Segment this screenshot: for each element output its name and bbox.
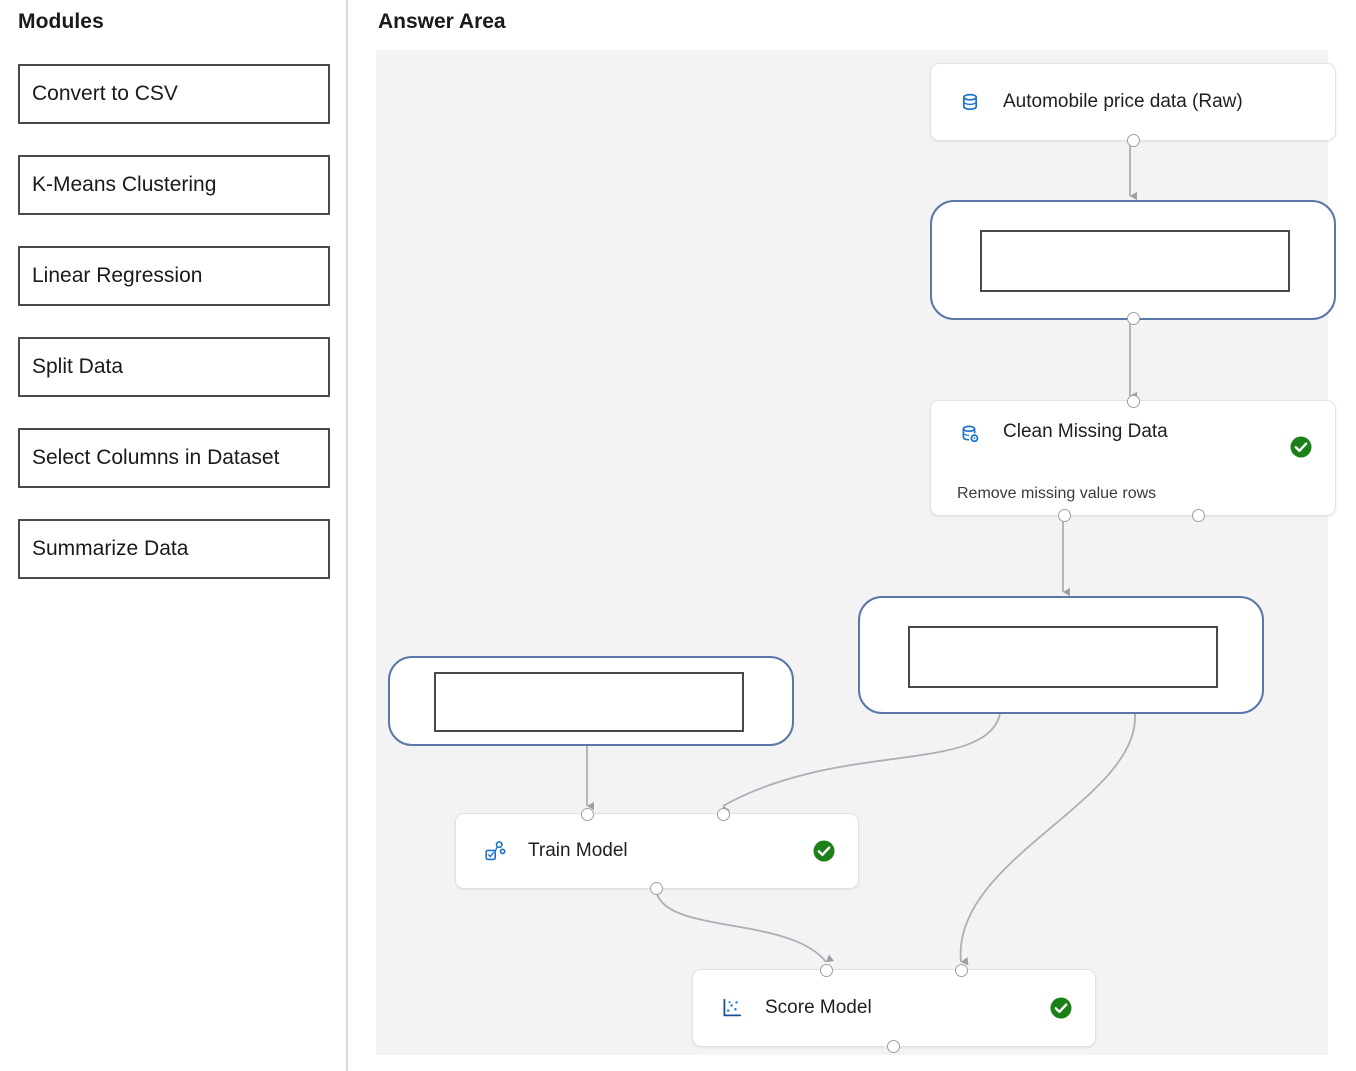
node-subtitle: Remove missing value rows [957, 485, 1157, 502]
module-item-linear-regression[interactable]: Linear Regression [18, 246, 330, 306]
module-item-label: Summarize Data [32, 537, 189, 560]
node-score-model[interactable]: Score Model [692, 963, 1096, 1053]
dropzone-answer-box[interactable] [980, 230, 1290, 292]
check-circle-icon [812, 839, 836, 863]
module-item-summarize-data[interactable]: Summarize Data [18, 519, 330, 579]
input-port-right[interactable] [717, 807, 730, 821]
input-port-right[interactable] [955, 963, 968, 977]
node-title: Automobile price data (Raw) [1003, 91, 1243, 112]
database-gear-icon [957, 421, 983, 447]
module-item-label: Select Columns in Dataset [32, 446, 280, 469]
module-item-split-data[interactable]: Split Data [18, 337, 330, 397]
dropzone-answer-box[interactable] [434, 672, 744, 732]
check-circle-icon [1049, 996, 1073, 1020]
node-title: Train Model [528, 840, 628, 861]
module-item-label: Convert to CSV [32, 82, 178, 105]
module-item-convert-to-csv[interactable]: Convert to CSV [18, 64, 330, 124]
dropzone-slot-2[interactable] [858, 596, 1264, 714]
module-item-label: K-Means Clustering [32, 173, 217, 196]
node-title: Score Model [765, 997, 872, 1018]
module-item-k-means-clustering[interactable]: K-Means Clustering [18, 155, 330, 215]
module-item-label: Split Data [32, 355, 124, 378]
node-clean-missing-data[interactable]: Clean Missing Data Remove missing value … [930, 394, 1336, 522]
check-circle-icon [1289, 435, 1313, 459]
output-port-right[interactable] [1192, 508, 1205, 522]
modules-panel: Modules Convert to CSV K-Means Clusterin… [0, 0, 348, 1071]
output-port[interactable] [650, 881, 663, 895]
module-item-label: Linear Regression [32, 264, 203, 287]
dropzone-answer-box[interactable] [908, 626, 1218, 688]
output-port[interactable] [887, 1039, 900, 1053]
output-port[interactable] [1126, 311, 1140, 325]
input-port[interactable] [1126, 394, 1140, 408]
scatter-plot-icon [719, 995, 745, 1021]
dropzone-slot-1[interactable] [930, 200, 1336, 325]
input-port-left[interactable] [820, 963, 833, 977]
module-item-select-columns-in-dataset[interactable]: Select Columns in Dataset [18, 428, 330, 488]
answer-area-title: Answer Area [378, 10, 506, 33]
output-port-left[interactable] [1058, 508, 1071, 522]
node-title: Clean Missing Data [1003, 421, 1168, 442]
modules-panel-title: Modules [18, 10, 104, 33]
model-graph-icon [482, 838, 508, 864]
input-port-left[interactable] [581, 807, 594, 821]
database-icon [957, 89, 983, 115]
node-train-model[interactable]: Train Model [455, 807, 859, 895]
dropzone-slot-3[interactable] [388, 656, 794, 746]
output-port[interactable] [1126, 133, 1140, 147]
node-automobile-price-data[interactable]: Automobile price data (Raw) [930, 63, 1336, 147]
